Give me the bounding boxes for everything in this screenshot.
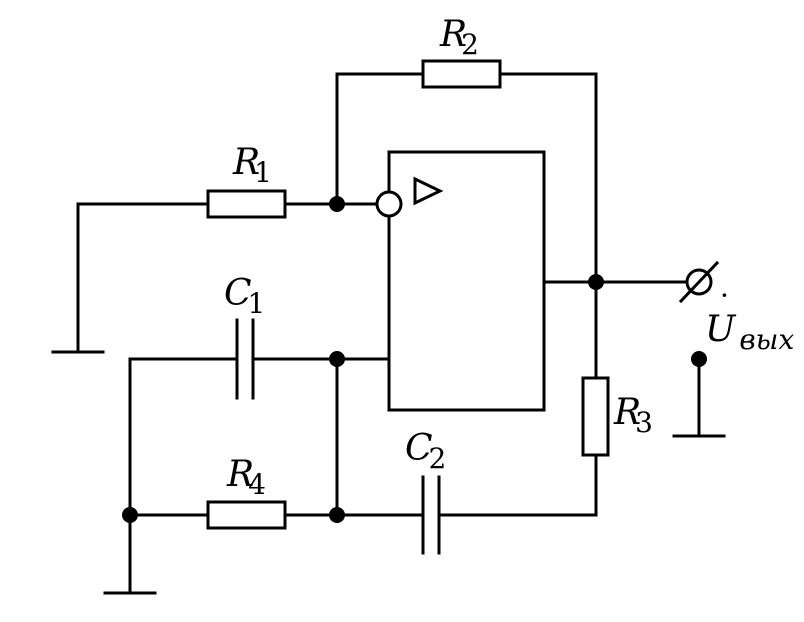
label-r1: R1 [232, 142, 272, 189]
inverting-input-circle [375, 190, 403, 218]
output-terminal [678, 260, 720, 304]
junction-dot [329, 351, 345, 367]
output-ground-terminal [691, 351, 707, 367]
label-c2: C2 [405, 428, 446, 475]
resistor-r1 [206, 189, 287, 219]
resistor-r2 [421, 59, 502, 89]
label-r4: R4 [226, 454, 266, 501]
junction-dot [329, 507, 345, 523]
op-amp-triangle-icon [413, 176, 444, 206]
label-r3: R3 [613, 392, 653, 439]
label-output-dot: · [720, 279, 729, 312]
junction-dot [122, 507, 138, 523]
resistor-r3 [581, 376, 610, 457]
wires [76, 72, 701, 595]
junction-dot [329, 196, 345, 212]
op-amp-body [387, 150, 546, 412]
resistor-r4 [206, 500, 287, 530]
label-c1: C1 [224, 273, 265, 320]
label-r2: R2 [439, 14, 479, 61]
capacitor-c2 [421, 475, 441, 555]
capacitor-c1 [235, 318, 255, 400]
junction-dot [588, 274, 604, 290]
